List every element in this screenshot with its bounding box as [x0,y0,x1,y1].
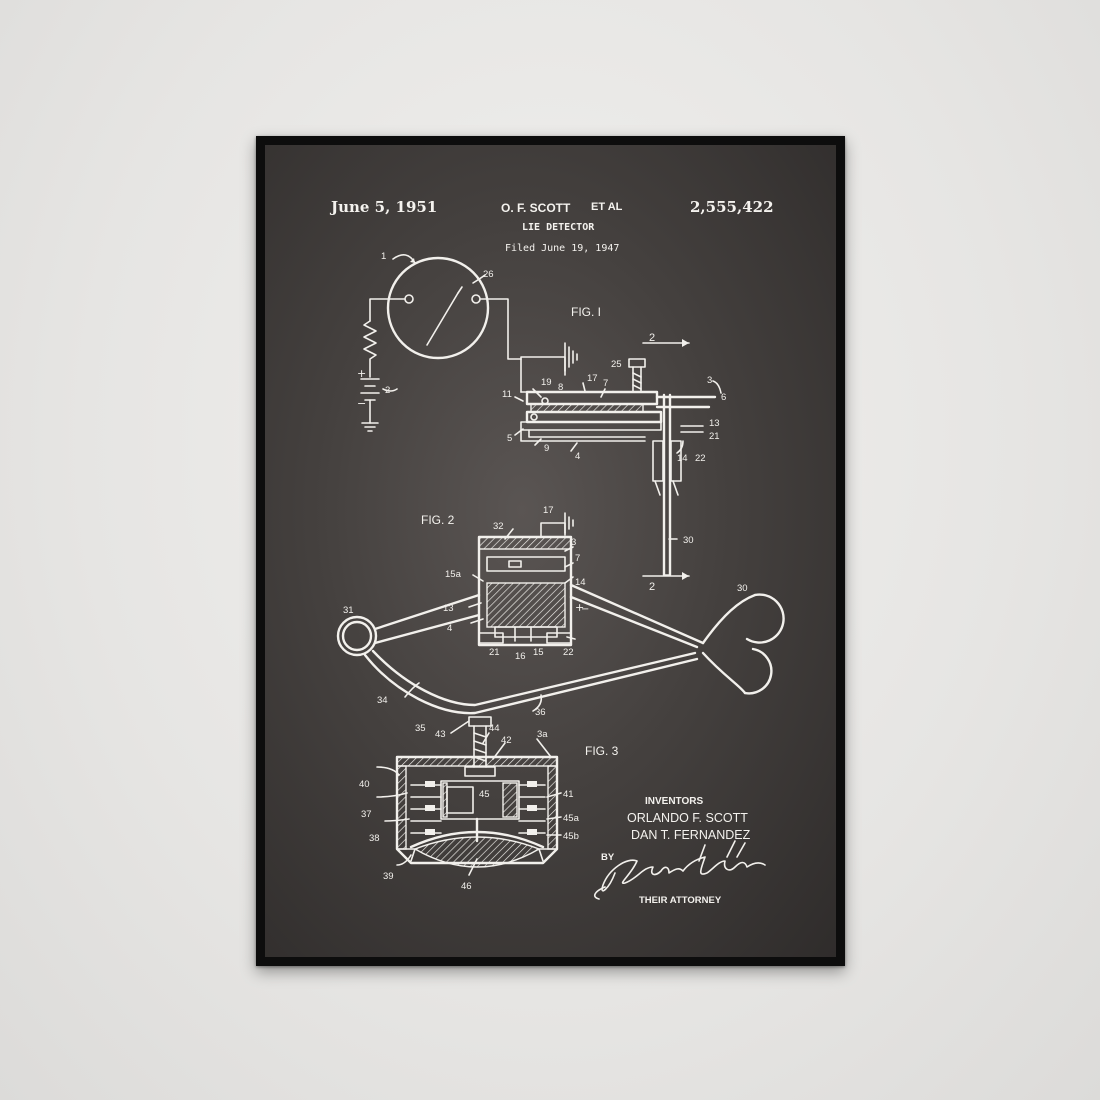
attorney-signature [593,840,766,900]
svg-text:17: 17 [543,505,554,516]
svg-text:42: 42 [501,735,512,746]
svg-text:11: 11 [502,389,512,400]
patent-poster: June 5, 1951 O. F. SCOTT ET AL 2,555,422… [265,145,836,957]
svg-text:13: 13 [443,603,454,614]
svg-text:15: 15 [533,647,544,658]
svg-text:2: 2 [649,581,655,593]
svg-text:5: 5 [507,433,512,444]
svg-text:21: 21 [709,431,720,442]
fig1-title: FIG. I [571,305,601,319]
svg-text:4: 4 [575,451,580,462]
svg-text:46: 46 [461,881,472,892]
svg-text:45: 45 [479,789,490,800]
svg-text:43: 43 [435,729,446,740]
patent-number: 2,555,422 [690,198,774,216]
svg-text:30: 30 [737,583,748,594]
svg-text:36: 36 [535,707,546,718]
svg-text:−: − [357,397,366,410]
svg-text:14: 14 [677,453,688,464]
svg-text:3: 3 [707,375,712,386]
fig2-title: FIG. 2 [421,513,455,527]
svg-text:6: 6 [721,392,726,403]
svg-text:9: 9 [544,443,549,454]
inventors-heading: INVENTORS [645,796,704,807]
svg-text:39: 39 [383,871,394,882]
svg-text:1: 1 [381,251,386,262]
svg-text:2: 2 [649,332,655,344]
svg-text:34: 34 [377,695,388,706]
svg-text:31: 31 [343,605,354,616]
poster-frame: June 5, 1951 O. F. SCOTT ET AL 2,555,422… [256,136,845,966]
patent-drawings: + − [336,251,785,900]
svg-text:40: 40 [359,779,370,790]
svg-text:22: 22 [695,453,706,464]
fig2-labels: 17 32 3 7 15a 14 13 4 21 16 15 22 31 30 … [343,505,748,734]
patent-date: June 5, 1951 [331,198,438,216]
fig1-drawing: + − [357,254,722,580]
svg-text:3a: 3a [537,729,548,740]
inventor-name: O. F. SCOTT [501,201,571,215]
svg-text:2: 2 [385,385,390,396]
svg-text:25: 25 [611,359,622,370]
svg-text:35: 35 [415,723,426,734]
svg-text:30: 30 [683,535,694,546]
svg-text:4: 4 [447,623,452,634]
attorney-label: THEIR ATTORNEY [639,895,722,906]
svg-text:7: 7 [603,378,608,389]
fig2-drawing: + − [336,512,785,715]
fig3-labels: 43 44 42 3a 40 45 41 37 45a 38 45b 39 46 [359,723,580,892]
svg-text:45b: 45b [563,831,579,842]
by-label: BY [601,852,615,863]
svg-text:16: 16 [515,651,526,662]
section-marks: 2 2 [649,332,655,593]
svg-text:32: 32 [493,521,504,532]
inventor-1: ORLANDO F. SCOTT [627,811,748,825]
svg-text:8: 8 [558,382,563,393]
fig3-title: FIG. 3 [585,744,619,758]
svg-text:19: 19 [541,377,552,388]
svg-text:38: 38 [369,833,380,844]
fig1-labels: 1 26 2 25 3 6 17 7 8 19 11 13 21 5 9 4 1… [381,251,726,546]
svg-text:37: 37 [361,809,372,820]
inventor-2: DAN T. FERNANDEZ [631,828,751,842]
svg-text:44: 44 [489,723,500,734]
svg-text:17: 17 [587,373,598,384]
svg-text:+: + [575,601,584,614]
svg-text:22: 22 [563,647,574,658]
svg-text:14: 14 [575,577,586,588]
svg-text:7: 7 [575,553,580,564]
svg-text:13: 13 [709,418,720,429]
svg-text:41: 41 [563,789,574,800]
svg-text:−: − [581,604,589,615]
filed-date: Filed June 19, 1947 [505,243,620,254]
svg-text:15a: 15a [445,569,462,580]
svg-text:+: + [357,367,366,380]
et-al: ET AL [591,201,623,213]
patent-title: LIE DETECTOR [522,222,595,233]
svg-text:45a: 45a [563,813,580,824]
svg-text:26: 26 [483,269,494,280]
fig3-drawing [376,716,562,876]
svg-text:3: 3 [571,537,576,548]
svg-text:21: 21 [489,647,500,658]
